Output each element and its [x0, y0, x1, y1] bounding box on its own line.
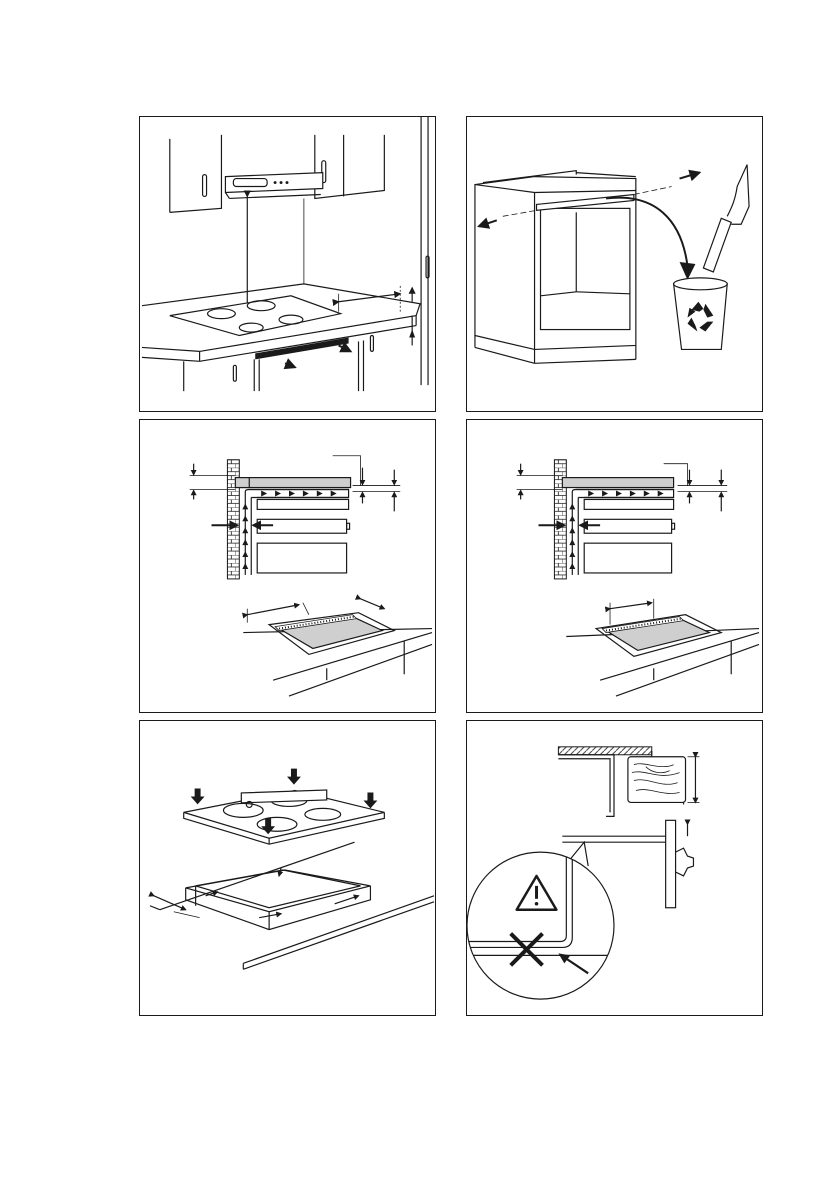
worktop-section [558, 747, 651, 755]
ventilation-slot [255, 338, 348, 360]
ventilation-section-b-drawing [467, 420, 762, 712]
worktop-section [562, 478, 673, 488]
drawer-knob [676, 848, 694, 876]
drawer-warning-drawing [467, 721, 762, 1015]
illustration-cabinet-recycle [466, 116, 763, 412]
upper-cabinet-left [170, 135, 222, 212]
airflow-arrows [569, 490, 673, 575]
detail-callout [467, 852, 614, 999]
airflow-arrows [242, 490, 348, 575]
worktop-section [239, 478, 350, 488]
ventilation-section-a-drawing [140, 420, 435, 712]
hob-seal-install-drawing [140, 721, 435, 1015]
illustration-hob-under-hood [139, 116, 436, 412]
illustration-ventilation-section-b [466, 419, 763, 713]
wood-block [628, 757, 686, 803]
cabinet-recycle-drawing [467, 117, 762, 411]
illustration-drawer-warning [466, 720, 763, 1016]
illustration-hob-seal-install [139, 720, 436, 1016]
illustration-ventilation-section-a [139, 419, 436, 713]
hob-under-hood-drawing [140, 117, 435, 411]
recycle-bin [674, 284, 728, 350]
